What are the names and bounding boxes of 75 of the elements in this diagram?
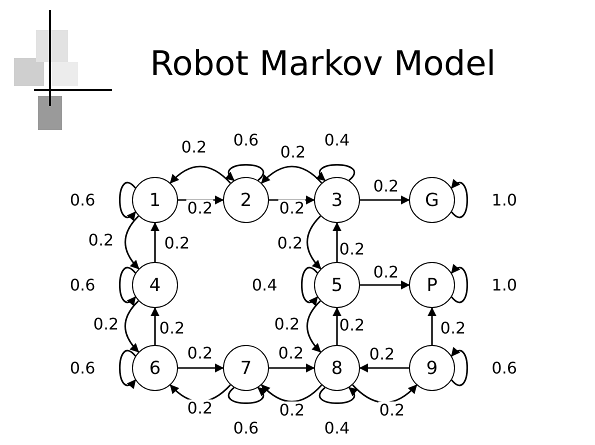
edge-label: 0.6	[490, 360, 518, 376]
state-circle: 9	[409, 345, 455, 391]
edge-label: 0.2	[276, 234, 304, 252]
edge-label: 0.2	[372, 178, 400, 194]
loop-arrow	[318, 386, 358, 404]
edge-label: 0.2	[163, 234, 191, 252]
arrow	[428, 307, 436, 345]
edge-label: 0.2	[372, 264, 400, 280]
arrow	[150, 222, 160, 262]
state-circle: 3	[314, 177, 360, 223]
arrow	[306, 216, 322, 270]
arrow	[359, 364, 409, 372]
edge-label: 0.2	[338, 316, 366, 334]
edge-label: 0.4	[323, 132, 351, 149]
state-circle: 6	[132, 345, 178, 391]
edge-label: 0.6	[68, 192, 96, 208]
edge-label: 0.2	[278, 402, 306, 418]
edge-label: 0.2	[439, 320, 467, 336]
state-circle: 7	[223, 345, 269, 391]
arrow	[260, 384, 322, 402]
edge-label: 0.4	[250, 276, 278, 294]
edge-label: 0.2	[338, 240, 366, 258]
state-circle: 1	[132, 177, 178, 223]
edge-label: 0.2	[368, 346, 396, 362]
edge-label: 0.2	[378, 402, 406, 418]
arrow	[360, 196, 410, 204]
state-circle: 4	[132, 262, 178, 308]
edge-label: 0.2	[277, 344, 305, 362]
loop-arrow	[301, 266, 318, 306]
arrow	[150, 307, 160, 345]
arrow	[269, 364, 315, 372]
edge-label: 0.2	[158, 320, 186, 336]
arrow	[178, 364, 224, 372]
arrow	[306, 300, 322, 353]
edge-label: 0.2	[186, 344, 214, 362]
state-circle: 2	[223, 177, 269, 223]
arrow	[269, 196, 315, 204]
loop-arrow	[228, 386, 267, 404]
arrow	[124, 300, 140, 353]
loop-arrow	[119, 350, 136, 389]
loop-arrow	[450, 179, 468, 218]
arrow	[332, 307, 342, 345]
edge-label: 0.6	[232, 132, 260, 149]
loop-arrow	[450, 264, 468, 304]
edge-label: 0.2	[92, 316, 120, 332]
loop-arrow	[119, 266, 136, 306]
arrow	[332, 222, 342, 262]
state-circle: 8	[314, 345, 360, 391]
arrow	[170, 166, 231, 184]
loop-arrow	[316, 164, 356, 182]
edge-label: 0.2	[87, 232, 115, 248]
edge-label: 0.6	[232, 419, 260, 436]
edge-label: 0.2	[186, 400, 214, 416]
edge-label: 0.2	[180, 138, 208, 156]
arrow	[352, 384, 418, 404]
edge-label: 0.6	[68, 276, 96, 294]
edge-label: 0.2	[278, 200, 306, 216]
arrow	[360, 280, 410, 290]
arrow	[178, 196, 224, 204]
edge-label: 0.2	[186, 200, 214, 216]
slide-title: Robot Markov Model	[150, 44, 496, 84]
edge-label: 0.2	[273, 316, 301, 332]
state-circle: G	[409, 177, 455, 223]
state-circle: P	[409, 262, 455, 308]
state-circle: 5	[314, 262, 360, 308]
loop-arrow	[225, 164, 264, 182]
edge-label: 0.2	[279, 144, 307, 160]
arrow	[124, 216, 140, 270]
edge-label: 0.4	[323, 419, 351, 436]
edge-label: 1.0	[490, 192, 518, 208]
edge-label: 1.0	[490, 276, 518, 294]
edge-label: 0.6	[68, 360, 96, 376]
loop-arrow	[450, 347, 468, 386]
arrow	[260, 166, 322, 184]
loop-arrow	[119, 182, 136, 221]
